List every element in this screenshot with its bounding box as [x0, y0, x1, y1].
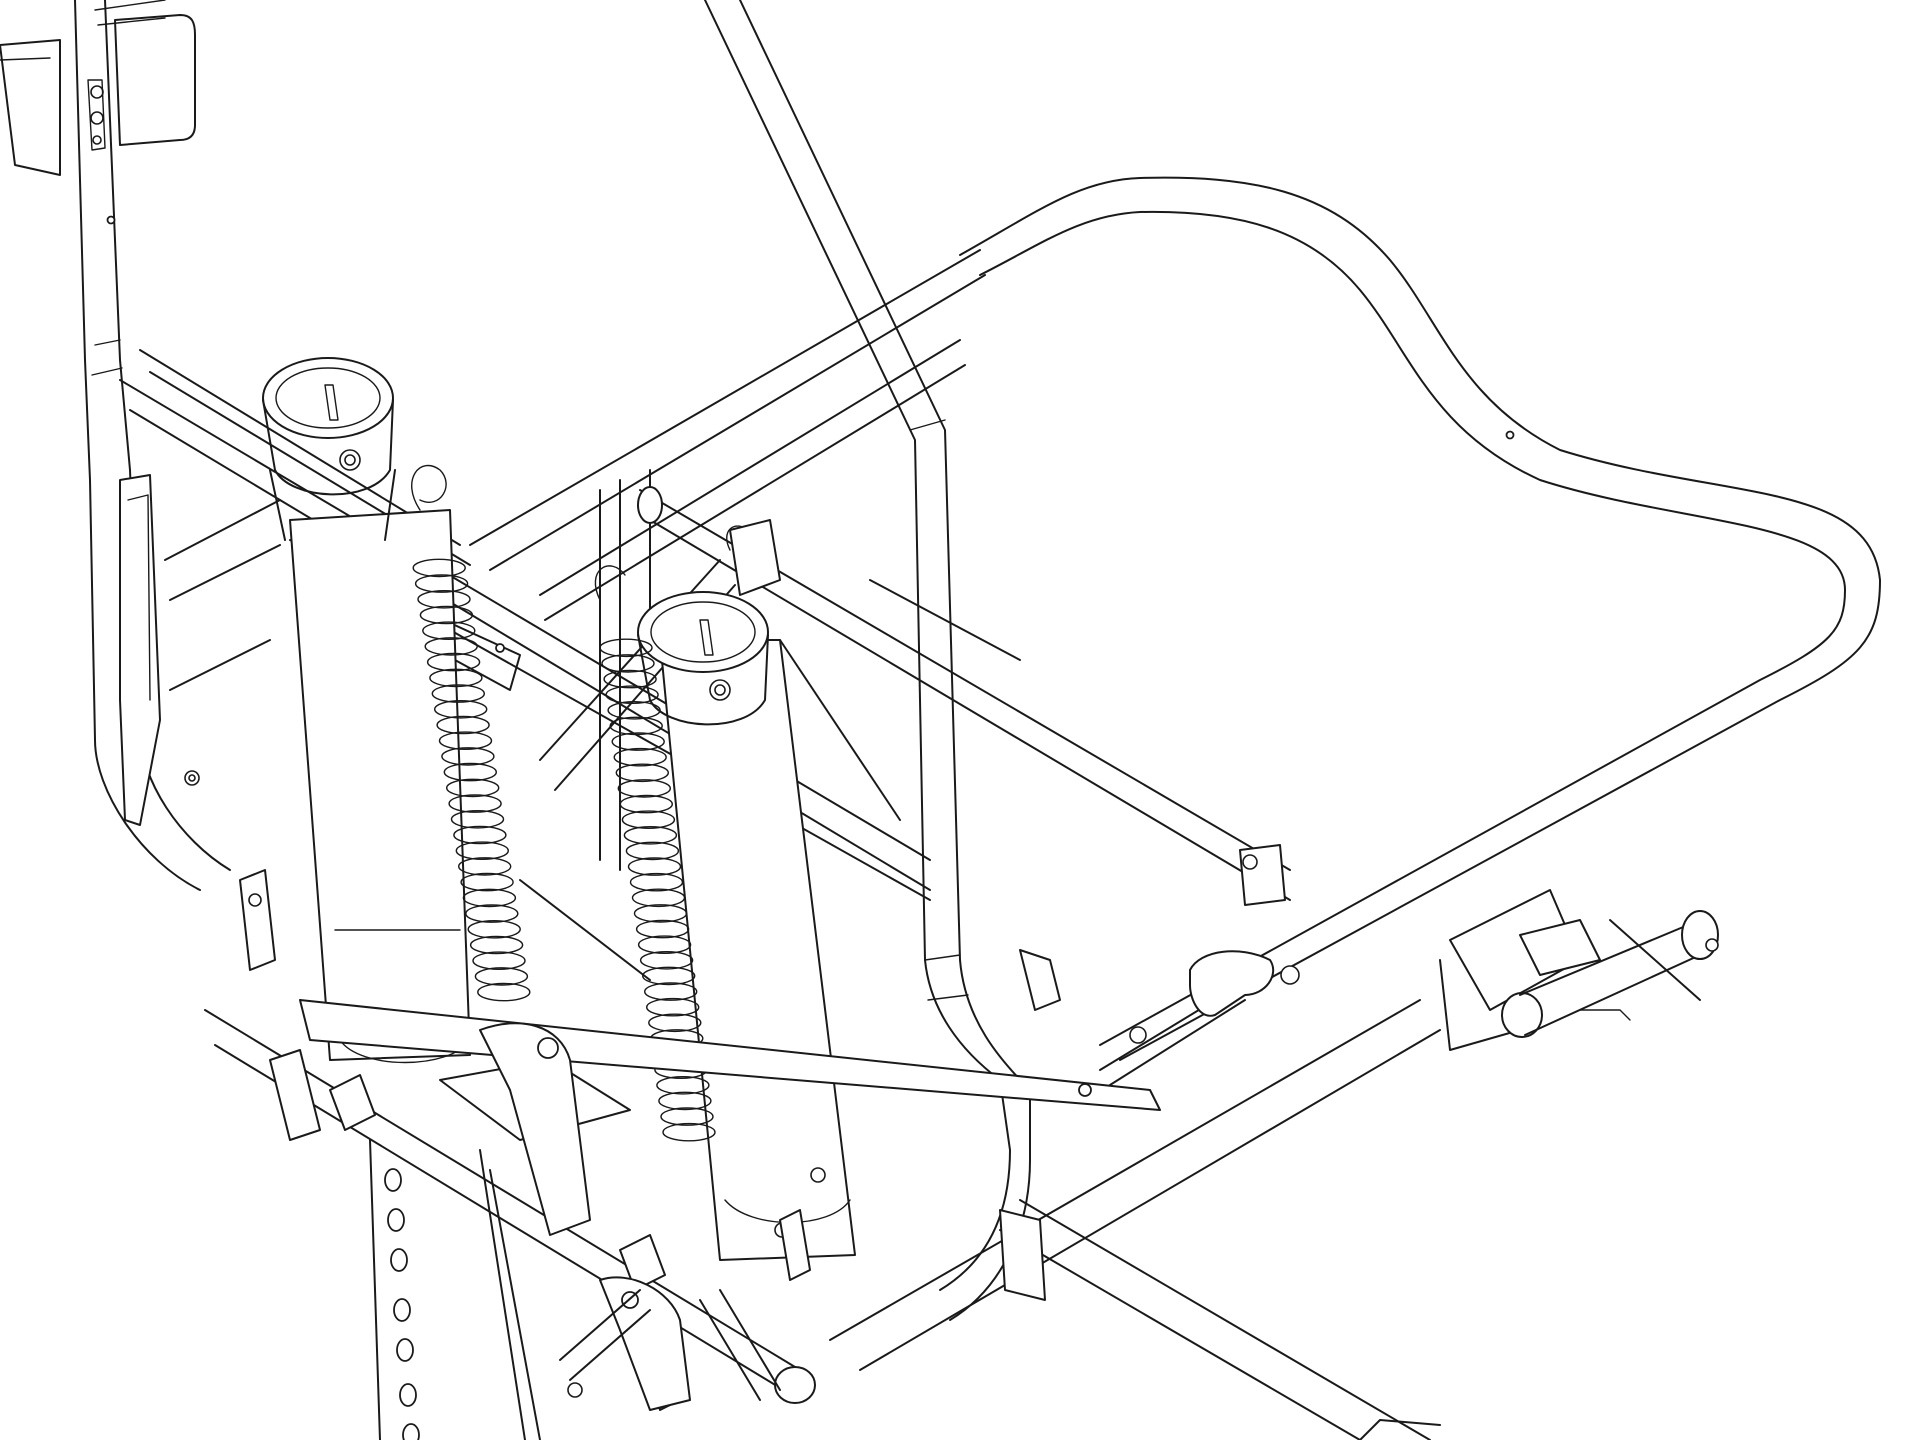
- spring-coil: [644, 982, 698, 1001]
- spring-coil: [637, 935, 692, 955]
- spring-coil: [662, 1122, 716, 1142]
- spring-coil: [605, 685, 659, 705]
- spring-coil: [424, 637, 478, 656]
- spring-coil: [599, 638, 653, 658]
- post-hole: [399, 1383, 417, 1407]
- spring-hooks: [411, 464, 749, 601]
- post-holes: [384, 1168, 420, 1440]
- spring-coil: [629, 872, 684, 892]
- spring-coil: [462, 888, 517, 908]
- seat-frame-tube: [959, 176, 1881, 1061]
- spring-coil: [465, 904, 519, 923]
- spring-coil: [609, 716, 663, 736]
- spring-coil: [639, 951, 694, 970]
- spring-coil: [631, 888, 686, 908]
- spring-coil: [658, 1091, 712, 1111]
- perforated-post: [369, 1139, 541, 1440]
- spring-coil: [615, 763, 669, 783]
- spring-coil: [450, 810, 505, 829]
- spring-coil: [607, 701, 661, 720]
- spring-coil: [603, 669, 657, 689]
- guide-rod: [637, 486, 1291, 906]
- spring-coil: [633, 904, 688, 923]
- spring-coil: [646, 997, 700, 1017]
- spring-coil: [422, 621, 476, 641]
- hitch-bracket: [1439, 889, 1719, 1051]
- spring-coil: [469, 935, 524, 955]
- spring-coil: [438, 731, 493, 751]
- spring-coil: [601, 654, 655, 673]
- spring-coil: [467, 920, 521, 939]
- spring-coil: [623, 826, 678, 845]
- upper-mount-bracket: [0, 0, 196, 176]
- spring-coil: [441, 747, 495, 766]
- spring-coil: [458, 857, 512, 876]
- left-column: [262, 357, 471, 1064]
- spring-coil: [446, 778, 500, 798]
- spring-coil: [613, 747, 667, 767]
- spring-coil: [642, 966, 696, 986]
- spring-coil: [412, 558, 466, 578]
- spring-coil: [431, 684, 485, 703]
- left-back-post: [74, 0, 231, 891]
- left-spring: [412, 558, 531, 1002]
- spring-coil: [660, 1107, 714, 1126]
- spring-coil: [617, 779, 671, 798]
- spring-coil: [448, 794, 502, 813]
- spring-coil: [627, 857, 682, 876]
- spring-coil: [611, 732, 665, 751]
- spring-coil: [635, 919, 690, 939]
- upper-crossbar: [119, 379, 931, 901]
- post-hole: [390, 1248, 408, 1272]
- spring-coil: [453, 825, 507, 845]
- spring-coil: [621, 810, 676, 830]
- post-hole: [393, 1298, 411, 1322]
- right-column: [637, 591, 856, 1261]
- spring-coil: [619, 794, 673, 814]
- seat-pan-plate: [299, 999, 1161, 1236]
- spring-coil: [648, 1013, 702, 1033]
- spring-coil: [477, 982, 531, 1002]
- spring-coil: [414, 574, 469, 593]
- spring-coil: [656, 1076, 710, 1095]
- spring-coil: [472, 951, 526, 971]
- front-lower-tube: [829, 999, 1441, 1440]
- lower-right-block: [999, 1209, 1441, 1440]
- post-hole: [387, 1208, 405, 1232]
- post-hole: [384, 1168, 402, 1192]
- spring-coil: [426, 652, 481, 672]
- spring-coil: [419, 605, 474, 625]
- spring-coil: [455, 841, 509, 861]
- rear-frame-rails: [139, 249, 1021, 981]
- post-hole: [396, 1338, 414, 1362]
- spring-coil: [434, 700, 488, 719]
- spring-coil: [443, 762, 497, 782]
- spring-coil: [417, 590, 471, 609]
- spring-coil: [460, 872, 514, 892]
- spring-coil: [625, 841, 680, 861]
- spring-coil: [474, 967, 529, 986]
- spring-coil: [429, 668, 483, 688]
- right-spring: [599, 638, 716, 1142]
- spring-coil: [436, 715, 490, 735]
- post-hole: [402, 1423, 420, 1440]
- lower-pivot: [559, 1276, 781, 1411]
- linkage-rod: [1019, 949, 1300, 1086]
